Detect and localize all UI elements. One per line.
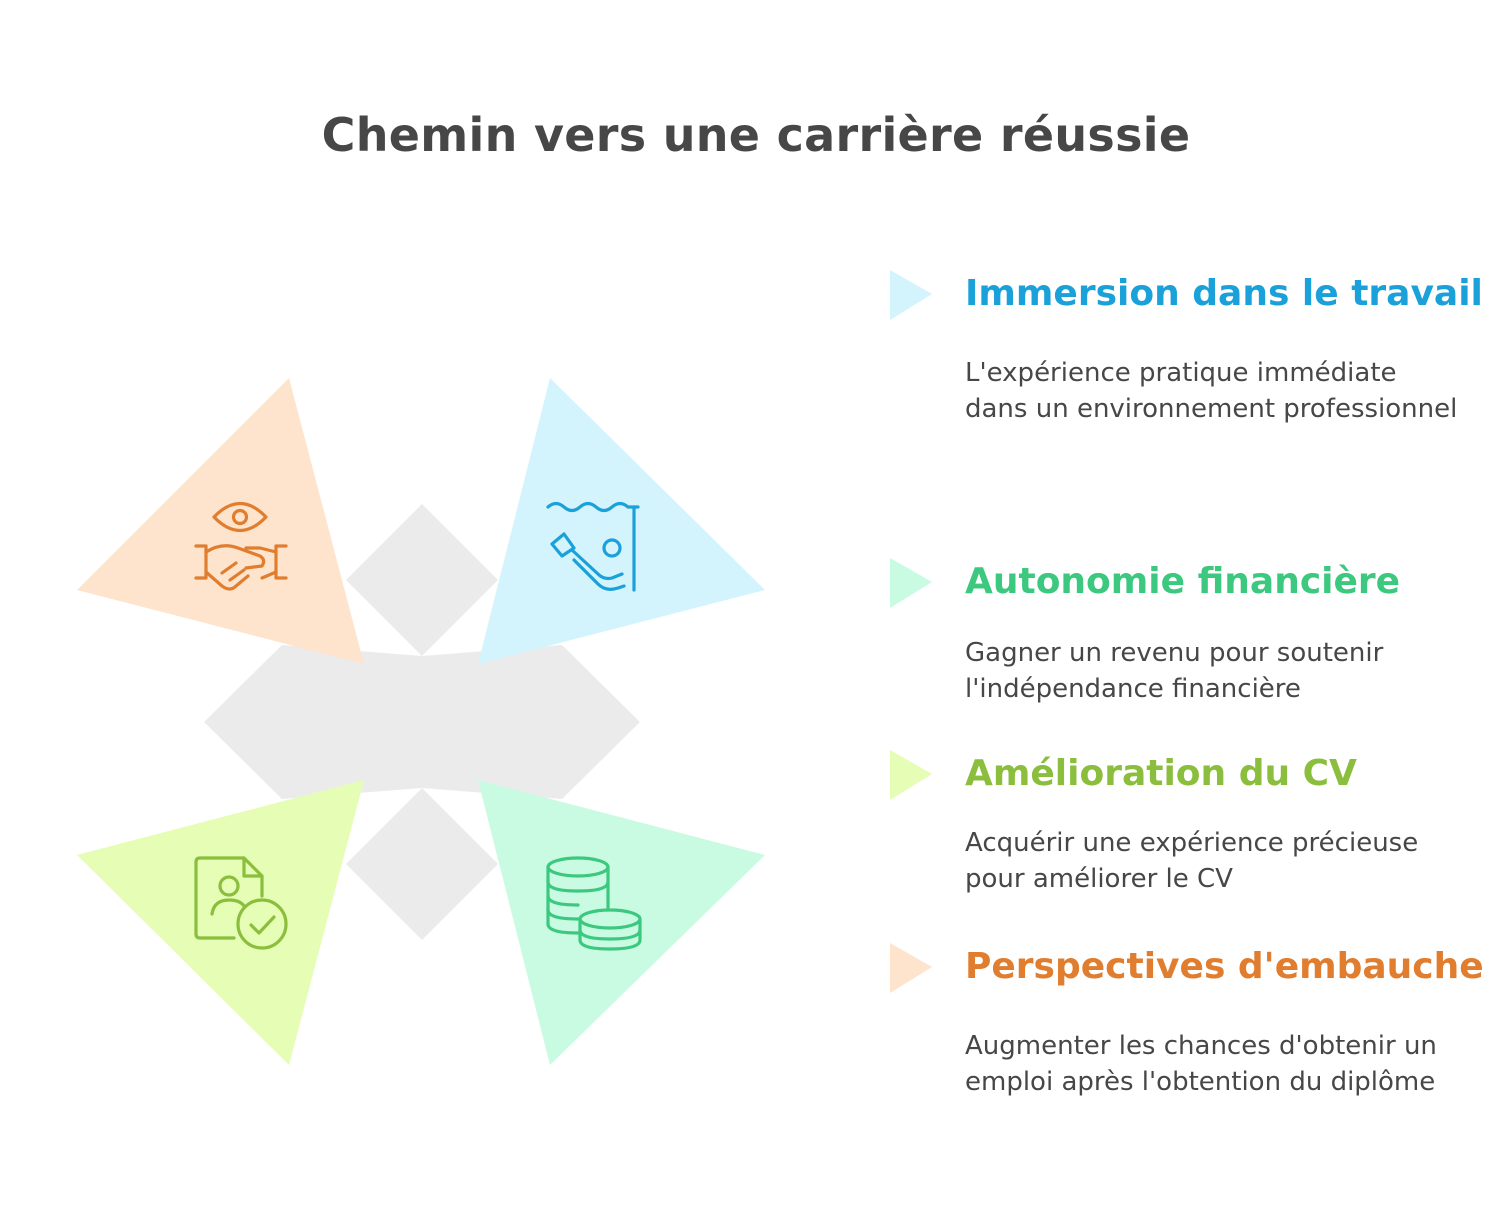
triangle-marker-icon [890, 943, 932, 993]
triangle-immersion [478, 378, 765, 664]
resume-check-icon [194, 856, 288, 950]
list-item-autonomie: Autonomie financière Gagner un revenu po… [888, 558, 1488, 707]
list-item-immersion: Immersion dans le travail L'expérience p… [888, 270, 1488, 427]
triangle-marker-icon [890, 750, 932, 800]
list-item-perspectives: Perspectives d'embauche Augmenter les ch… [888, 943, 1488, 1100]
item-description: Augmenter les chances d'obtenir un emplo… [965, 1031, 1437, 1097]
triangle-marker-icon [890, 270, 932, 320]
list-item-amelioration: Amélioration du CV Acquérir une expérien… [888, 750, 1488, 897]
coins-icon [546, 856, 642, 951]
diver-icon [546, 501, 640, 592]
center-cross-shape [204, 504, 640, 940]
triangle-amelioration [77, 780, 364, 1065]
item-description: Acquérir une expérience précieuse pour a… [965, 828, 1419, 894]
item-description: L'expérience pratique immédiate dans un … [965, 358, 1458, 424]
page-title: Chemin vers une carrière réussie [321, 108, 1191, 162]
career-path-diagram [77, 378, 765, 1065]
item-heading: Perspectives d'embauche [965, 946, 1484, 987]
item-heading: Immersion dans le travail [965, 273, 1483, 314]
triangle-autonomie [478, 780, 765, 1065]
item-description: Gagner un revenu pour soutenir l'indépen… [965, 638, 1384, 704]
triangle-marker-icon [890, 558, 932, 608]
item-heading: Amélioration du CV [965, 753, 1357, 794]
handshake-eye-icon [194, 502, 288, 591]
item-heading: Autonomie financière [965, 561, 1401, 602]
